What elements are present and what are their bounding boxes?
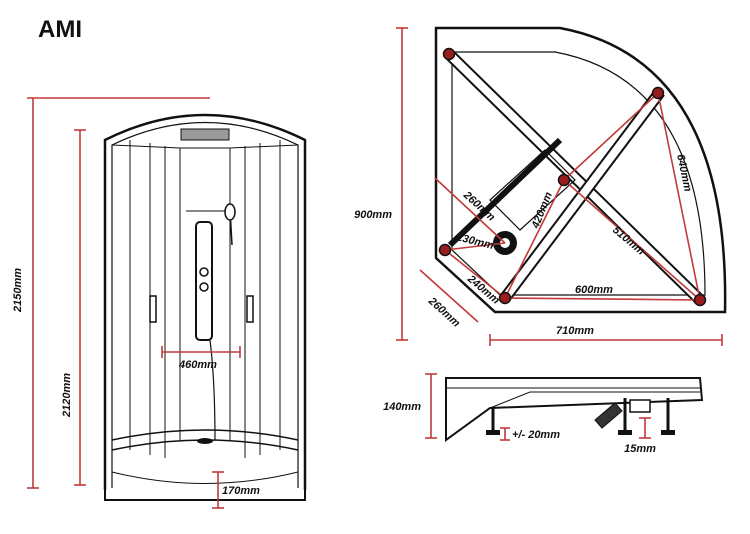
leg-marker <box>651 86 665 100</box>
drain-icon <box>197 438 213 444</box>
front-view: 2150mm 2120mm 460mm 170mm <box>12 97 307 509</box>
dimension-label-260-bottom: 260mm <box>425 295 462 330</box>
frame-bar-fill <box>447 52 703 303</box>
cabin-outline <box>103 113 307 490</box>
dimension-label-140: 140mm <box>383 401 421 413</box>
tray-base <box>104 475 306 501</box>
dimension-line-260 <box>434 177 506 244</box>
top-view: 900mm 710mm 260mm 260mm 230mm 420mm 510m… <box>354 26 727 346</box>
dimension-label-adjust: +/- 20mm <box>512 429 560 441</box>
dimension-line-640 <box>657 92 701 301</box>
dimension-label-2120: 2120mm <box>61 373 73 418</box>
leg-marker <box>557 173 571 187</box>
cabin-inner-outline <box>111 121 299 488</box>
dimension-label-2150: 2150mm <box>12 268 24 313</box>
dimension-line-top <box>563 92 659 181</box>
dimension-label-15: 15mm <box>624 443 656 455</box>
frame-bar-short <box>447 137 563 248</box>
shower-column <box>195 221 213 341</box>
dimension-line-240 <box>444 249 506 299</box>
dimension-line-260-outer <box>419 269 479 323</box>
leg-marker <box>442 47 456 61</box>
product-title: AMI <box>38 16 82 43</box>
dimension-line-420 <box>504 179 565 299</box>
mixer-knob-icon <box>199 267 209 277</box>
tray-inner-outline <box>451 51 706 296</box>
dimension-label-600: 600mm <box>575 284 613 296</box>
dimension-line-230 <box>444 242 506 251</box>
cabin-top-edge <box>111 144 299 149</box>
leg-foot-icon <box>486 430 500 435</box>
leg-foot-icon <box>618 430 632 435</box>
drain-trap-icon <box>629 399 651 413</box>
door-handle-left <box>149 295 157 323</box>
rain-shower-head <box>180 128 230 141</box>
tray-top-curve <box>111 429 299 441</box>
leg-marker <box>693 293 707 307</box>
leg-marker <box>498 291 512 305</box>
dimension-label-710: 710mm <box>556 325 594 337</box>
drain-box <box>489 149 576 231</box>
leg-marker <box>438 243 452 257</box>
door-handle-right <box>246 295 254 323</box>
side-view: 140mm +/- 20mm 15mm <box>383 373 704 455</box>
diverter-knob-icon <box>199 282 209 292</box>
dimension-label-900: 900mm <box>354 209 392 221</box>
tray-outline <box>434 26 727 314</box>
drain-pipe <box>594 402 623 429</box>
tray-front-curve <box>111 471 299 484</box>
dimension-line-600 <box>504 297 701 301</box>
leg-foot-icon <box>661 430 675 435</box>
shower-hose <box>209 339 216 441</box>
dimension-line-510 <box>563 179 701 301</box>
dimension-label-460: 460mm <box>178 359 217 371</box>
hand-shower-icon <box>224 203 236 221</box>
base-profile <box>445 377 704 442</box>
base-slope-line <box>489 391 700 409</box>
dimension-label-170: 170mm <box>222 485 260 497</box>
dimension-label-420: 420mm <box>529 190 555 231</box>
frame-bar-fill <box>501 89 664 301</box>
